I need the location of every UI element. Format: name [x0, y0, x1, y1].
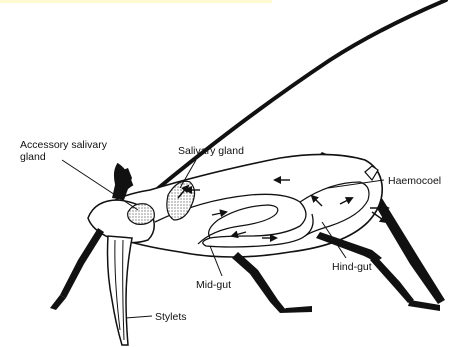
label-mid-gut: Mid-gut: [196, 279, 231, 291]
hindleg-lower: [370, 256, 414, 303]
label-accessory-salivary-gland-1: Accessory salivary: [20, 139, 108, 151]
label-hind-gut: Hind-gut: [332, 261, 372, 273]
midleg-tarsus: [280, 306, 312, 313]
label-salivary-gland: Salivary gland: [178, 145, 244, 157]
foreleg-tarsus: [50, 295, 66, 310]
label-stylets: Stylets: [155, 311, 187, 323]
foreleg-upper: [60, 228, 104, 298]
midleg-upper: [232, 252, 286, 313]
leader-stylets: [126, 316, 152, 318]
hindleg-tarsus: [408, 300, 440, 311]
label-haemocoel: Haemocoel: [388, 175, 441, 187]
label-accessory-salivary-gland-2: gland: [20, 151, 46, 163]
accessory-salivary-gland: [128, 204, 155, 225]
